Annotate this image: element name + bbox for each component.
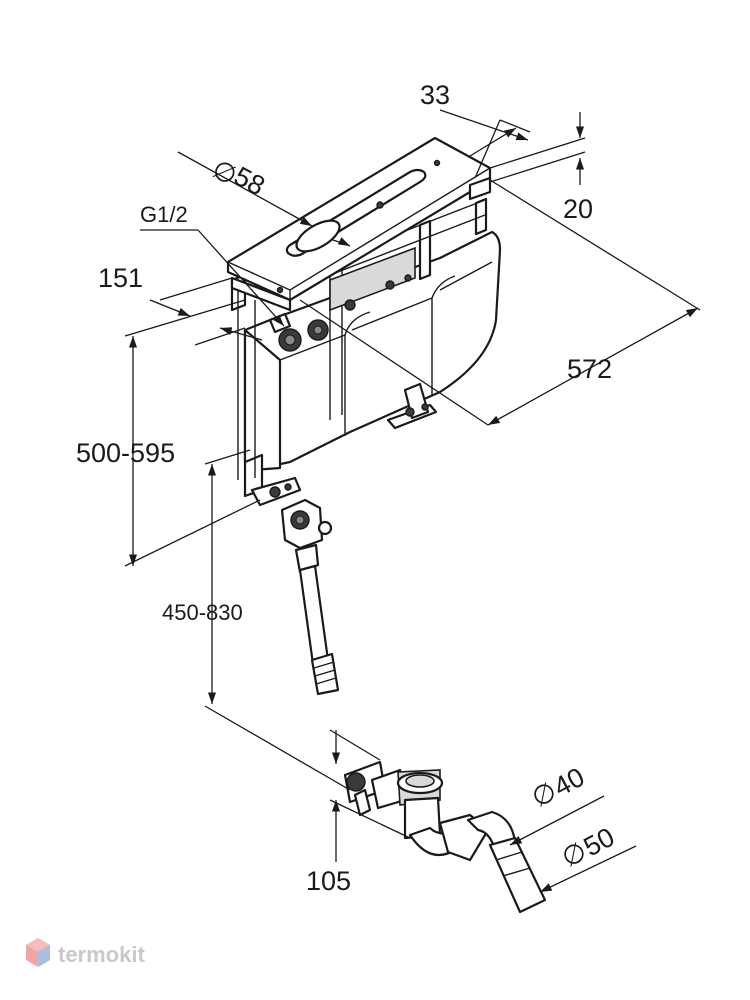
dim-151: 151	[98, 263, 263, 346]
dim-g12: G1/2	[140, 202, 285, 327]
dim-105: 105	[306, 729, 411, 896]
drain-hose-assembly	[280, 498, 340, 696]
dim-572-label: 572	[567, 354, 612, 384]
dim-572: 572	[299, 179, 701, 426]
dim-450-830-label: 450-830	[162, 600, 243, 625]
dim-500-595: 500-595	[76, 299, 261, 567]
watermark-logo: termokit	[26, 938, 145, 967]
dim-g12-label: G1/2	[140, 202, 188, 227]
dim-105-label: 105	[306, 866, 351, 896]
dim-151-label: 151	[98, 263, 143, 293]
dim-20-label: 20	[563, 194, 593, 224]
cover-plate	[226, 136, 492, 312]
dim-50: ∅ 50	[539, 822, 637, 893]
dim-33-label: 33	[420, 80, 450, 110]
mounting-feet	[250, 382, 438, 507]
dim-33: 33	[420, 80, 531, 179]
watermark-text: termokit	[58, 942, 145, 967]
dim-20: 20	[489, 112, 593, 224]
waste-drain-assembly	[343, 760, 547, 914]
dim-500-595-label: 500-595	[76, 438, 175, 468]
dim-450-830: 450-830	[162, 449, 351, 791]
